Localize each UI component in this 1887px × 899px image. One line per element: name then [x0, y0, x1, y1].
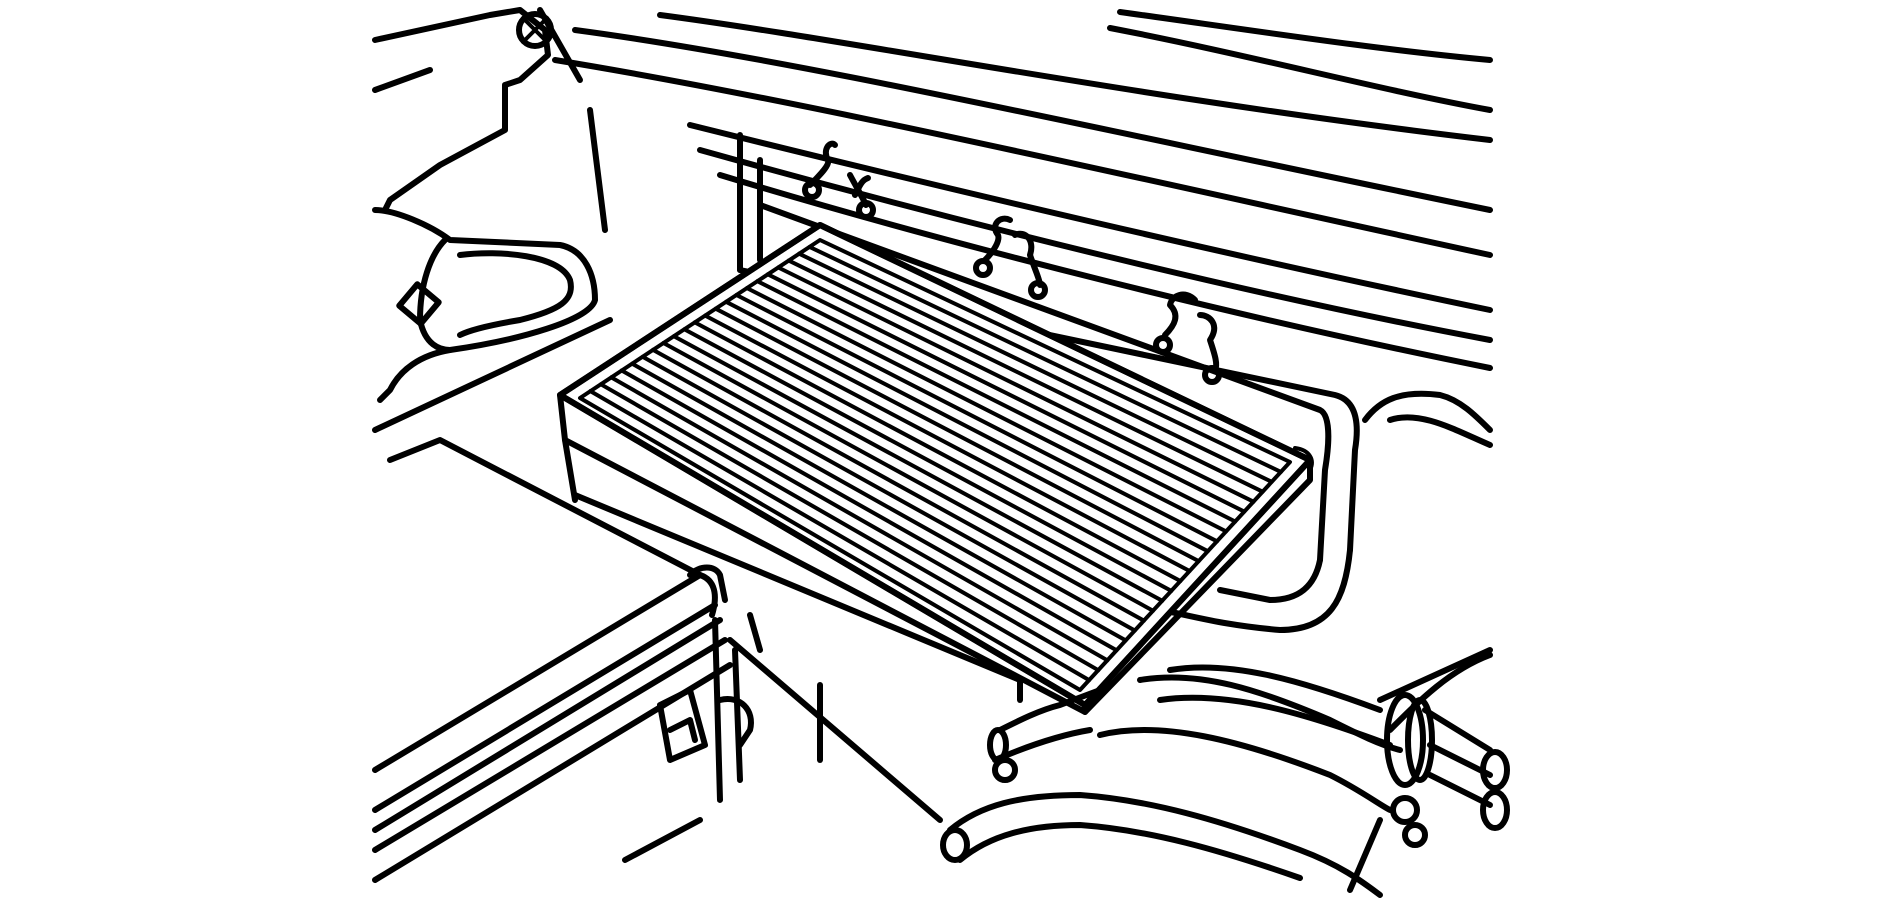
filter-pleat	[692, 320, 1183, 583]
filter-pleat	[745, 286, 1229, 534]
housing-lower	[562, 437, 1023, 823]
filter-housing-opening	[737, 132, 1493, 633]
filter-pleat	[588, 389, 1092, 683]
filter-pleat	[609, 375, 1110, 663]
left-bracket	[372, 7, 613, 433]
filter-pleat	[807, 244, 1283, 474]
filter-pleat	[765, 272, 1247, 514]
filter-pleat	[661, 341, 1155, 613]
filter-pleat	[755, 279, 1238, 524]
filter-pleat	[630, 361, 1128, 643]
filter-pleat	[797, 251, 1274, 484]
hvac-pipes	[940, 647, 1510, 898]
filter-pleat	[619, 368, 1119, 653]
filter-pleat	[598, 382, 1101, 673]
filter-pleat	[786, 258, 1265, 494]
filter-pleat	[651, 347, 1146, 623]
filter-pleat	[713, 306, 1201, 564]
cabin-air-filter	[557, 222, 1314, 715]
filter-pleat	[682, 327, 1174, 593]
filter-pleat	[776, 265, 1256, 504]
filter-pleat	[703, 313, 1192, 573]
filter-pleat	[724, 299, 1210, 554]
filter-pleat	[671, 334, 1165, 603]
mounting-bolt	[516, 11, 554, 49]
filter-pleats	[588, 244, 1283, 683]
filter-pleat	[640, 354, 1137, 633]
filter-pleat	[734, 293, 1219, 544]
retaining-clips	[802, 140, 1222, 385]
side-bracket	[372, 437, 754, 883]
